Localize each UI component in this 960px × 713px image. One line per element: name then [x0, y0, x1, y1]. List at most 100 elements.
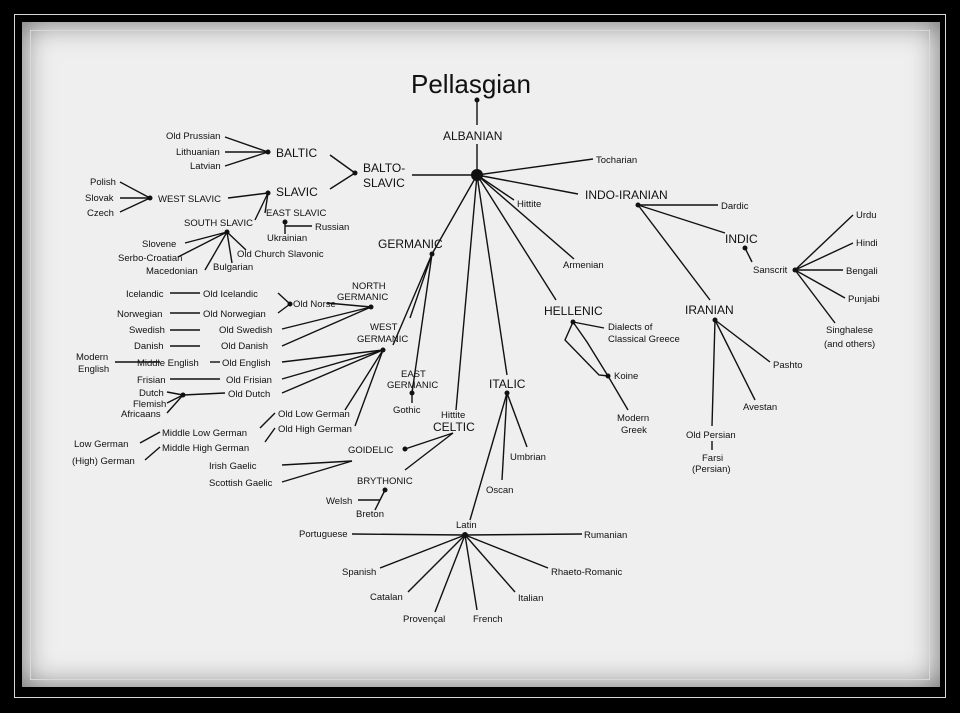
- label-tocharian: Tocharian: [596, 155, 637, 166]
- label-slavic: SLAVIC: [276, 185, 318, 199]
- label-latvian: Latvian: [190, 161, 221, 172]
- label-slovene: Slovene: [142, 239, 176, 250]
- label-baltic: BALTIC: [276, 146, 317, 160]
- label-scottish-gaelic: Scottish Gaelic: [209, 478, 273, 489]
- label-hellenic: HELLENIC: [544, 304, 603, 318]
- label-breton: Breton: [356, 509, 384, 520]
- node-indic: [742, 245, 748, 251]
- label-germanic: GERMANIC: [378, 237, 443, 251]
- label-dialects: Dialects of: [608, 322, 653, 333]
- label-west-germanic: GERMANIC: [357, 334, 408, 345]
- label-old-icelandic: Old Icelandic: [203, 289, 258, 300]
- label-provencal: Provençal: [403, 614, 445, 625]
- label-polish: Polish: [90, 177, 116, 188]
- label-west: WEST: [370, 322, 398, 333]
- label-east: EAST: [401, 369, 426, 380]
- label-english: English: [78, 364, 109, 375]
- node-root: [471, 169, 483, 181]
- label-portuguese: Portuguese: [299, 529, 348, 540]
- label-catalan: Catalan: [370, 592, 403, 603]
- label-swedish: Swedish: [129, 325, 165, 336]
- label-frisian: Frisian: [137, 375, 166, 386]
- label-modern: Modern: [76, 352, 108, 363]
- label-spanish: Spanish: [342, 567, 376, 578]
- node-hellenic: [570, 319, 576, 325]
- label-avestan: Avestan: [743, 402, 777, 413]
- label-classical-greece: Classical Greece: [608, 334, 680, 345]
- label-old-swedish: Old Swedish: [219, 325, 272, 336]
- node-south-slavic: [224, 229, 230, 235]
- label-latin: Latin: [456, 520, 477, 531]
- label-rumanian: Rumanian: [584, 530, 627, 541]
- label-indic: INDIC: [725, 232, 758, 246]
- node-goidelic: [402, 446, 408, 452]
- label-czech: Czech: [87, 208, 114, 219]
- label-modern-greek-2: Greek: [621, 425, 647, 436]
- node-iranian: [712, 317, 718, 323]
- label-french: French: [473, 614, 503, 625]
- label-old-prussian: Old Prussian: [166, 131, 220, 142]
- label-italian: Italian: [518, 593, 543, 604]
- node-brythonic: [382, 487, 388, 493]
- label-hittite-east: Hittite: [517, 199, 541, 210]
- label-koine: Koine: [614, 371, 638, 382]
- label-north-germanic: GERMANIC: [337, 292, 388, 303]
- inner-border: [30, 30, 930, 680]
- label-slavic-line2: SLAVIC: [363, 176, 405, 190]
- label-middle-english: Middle English: [137, 358, 199, 369]
- label-old-low-german: Old Low German: [278, 409, 350, 420]
- label-persian: (Persian): [692, 464, 731, 475]
- node-dutch: [180, 392, 186, 398]
- paper-background: [22, 22, 940, 687]
- node-balto-slavic: [352, 170, 358, 176]
- label-old-english: Old English: [222, 358, 271, 369]
- label-bulgarian: Bulgarian: [213, 262, 253, 273]
- label-oscan: Oscan: [486, 485, 513, 496]
- label-icelandic: Icelandic: [126, 289, 164, 300]
- label-old-church-slavonic: Old Church Slavonic: [237, 249, 324, 260]
- label-old-norwegian: Old Norwegian: [203, 309, 266, 320]
- label-iranian: IRANIAN: [685, 303, 734, 317]
- tree-nodes: [147, 97, 798, 538]
- node-pellasgian: [474, 97, 480, 103]
- node-west-slavic: [147, 195, 153, 201]
- node-latin: [462, 532, 468, 538]
- label-bengali: Bengali: [846, 266, 878, 277]
- title: Pellasgian: [411, 69, 531, 99]
- label-middle-low-german: Middle Low German: [162, 428, 247, 439]
- label-welsh: Welsh: [326, 496, 352, 507]
- node-north-germanic: [368, 304, 374, 310]
- outer-border: [14, 14, 946, 698]
- node-east-slavic: [282, 219, 288, 225]
- label-west-slavic: WEST SLAVIC: [158, 194, 221, 205]
- label-high-german: (High) German: [72, 456, 135, 467]
- label-hindi: Hindi: [856, 238, 878, 249]
- label-east-germanic: GERMANIC: [387, 380, 438, 391]
- label-rhaeto-romanic: Rhaeto-Romanic: [551, 567, 623, 578]
- label-danish: Danish: [134, 341, 164, 352]
- label-irish-gaelic: Irish Gaelic: [209, 461, 257, 472]
- label-africaans: Africaans: [121, 409, 161, 420]
- node-baltic: [265, 149, 271, 155]
- label-ukrainian: Ukrainian: [267, 233, 307, 244]
- node-east-germanic: [409, 390, 415, 396]
- label-urdu: Urdu: [856, 210, 877, 221]
- node-koine: [605, 373, 611, 379]
- label-celtic: CELTIC: [433, 420, 475, 434]
- node-old-norse: [287, 301, 293, 307]
- label-middle-high-german: Middle High German: [162, 443, 249, 454]
- label-indo-iranian: INDO-IRANIAN: [585, 188, 668, 202]
- label-macedonian: Macedonian: [146, 266, 198, 277]
- label-italic: ITALIC: [489, 377, 526, 391]
- label-umbrian: Umbrian: [510, 452, 546, 463]
- label-albanian: ALBANIAN: [443, 129, 502, 143]
- label-slovak: Slovak: [85, 193, 114, 204]
- label-russian: Russian: [315, 222, 349, 233]
- node-slavic: [265, 190, 271, 196]
- label-and-others: (and others): [824, 339, 875, 350]
- label-armenian: Armenian: [563, 260, 604, 271]
- label-balto: BALTO-: [363, 161, 405, 175]
- label-old-dutch: Old Dutch: [228, 389, 270, 400]
- label-farsi: Farsi: [702, 453, 723, 464]
